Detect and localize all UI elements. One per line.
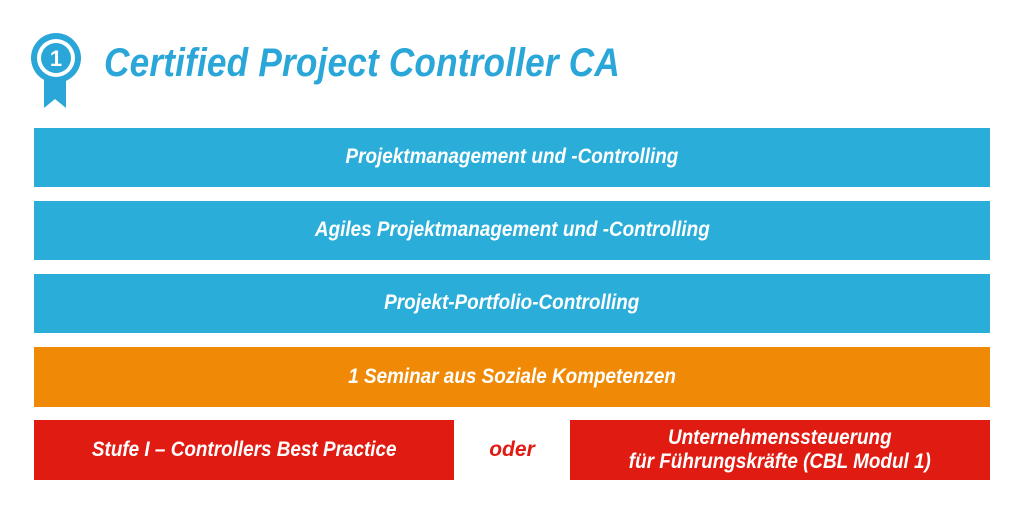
module-label: Projekt-Portfolio-Controlling bbox=[384, 291, 640, 315]
page-title: Certified Project Controller CA bbox=[104, 40, 620, 85]
module-soziale-kompetenzen: 1 Seminar aus Soziale Kompetenzen bbox=[34, 347, 990, 407]
option-stufe-1: Stufe I – Controllers Best Practice bbox=[34, 420, 454, 480]
choice-separator: oder bbox=[489, 438, 535, 461]
header: 1 Certified Project Controller CA bbox=[30, 30, 690, 110]
option-label-line2: für Führungskräfte (CBL Modul 1) bbox=[628, 450, 932, 473]
module-agiles-projektmanagement: Agiles Projektmanagement und -Controllin… bbox=[34, 201, 990, 260]
ribbon-badge-icon: 1 bbox=[30, 30, 86, 110]
option-unternehmenssteuerung: Unternehmenssteuerung für Führungskräfte… bbox=[570, 420, 990, 480]
module-portfolio-controlling: Projekt-Portfolio-Controlling bbox=[34, 274, 990, 333]
module-label: Agiles Projektmanagement und -Controllin… bbox=[314, 218, 710, 242]
option-label-line1: Unternehmenssteuerung bbox=[668, 425, 892, 449]
badge-number: 1 bbox=[50, 46, 62, 71]
option-label: Stufe I – Controllers Best Practice bbox=[91, 437, 397, 461]
module-label: Projektmanagement und -Controlling bbox=[345, 145, 679, 169]
module-label: 1 Seminar aus Soziale Kompetenzen bbox=[348, 364, 676, 388]
module-projektmanagement: Projektmanagement und -Controlling bbox=[34, 128, 990, 187]
